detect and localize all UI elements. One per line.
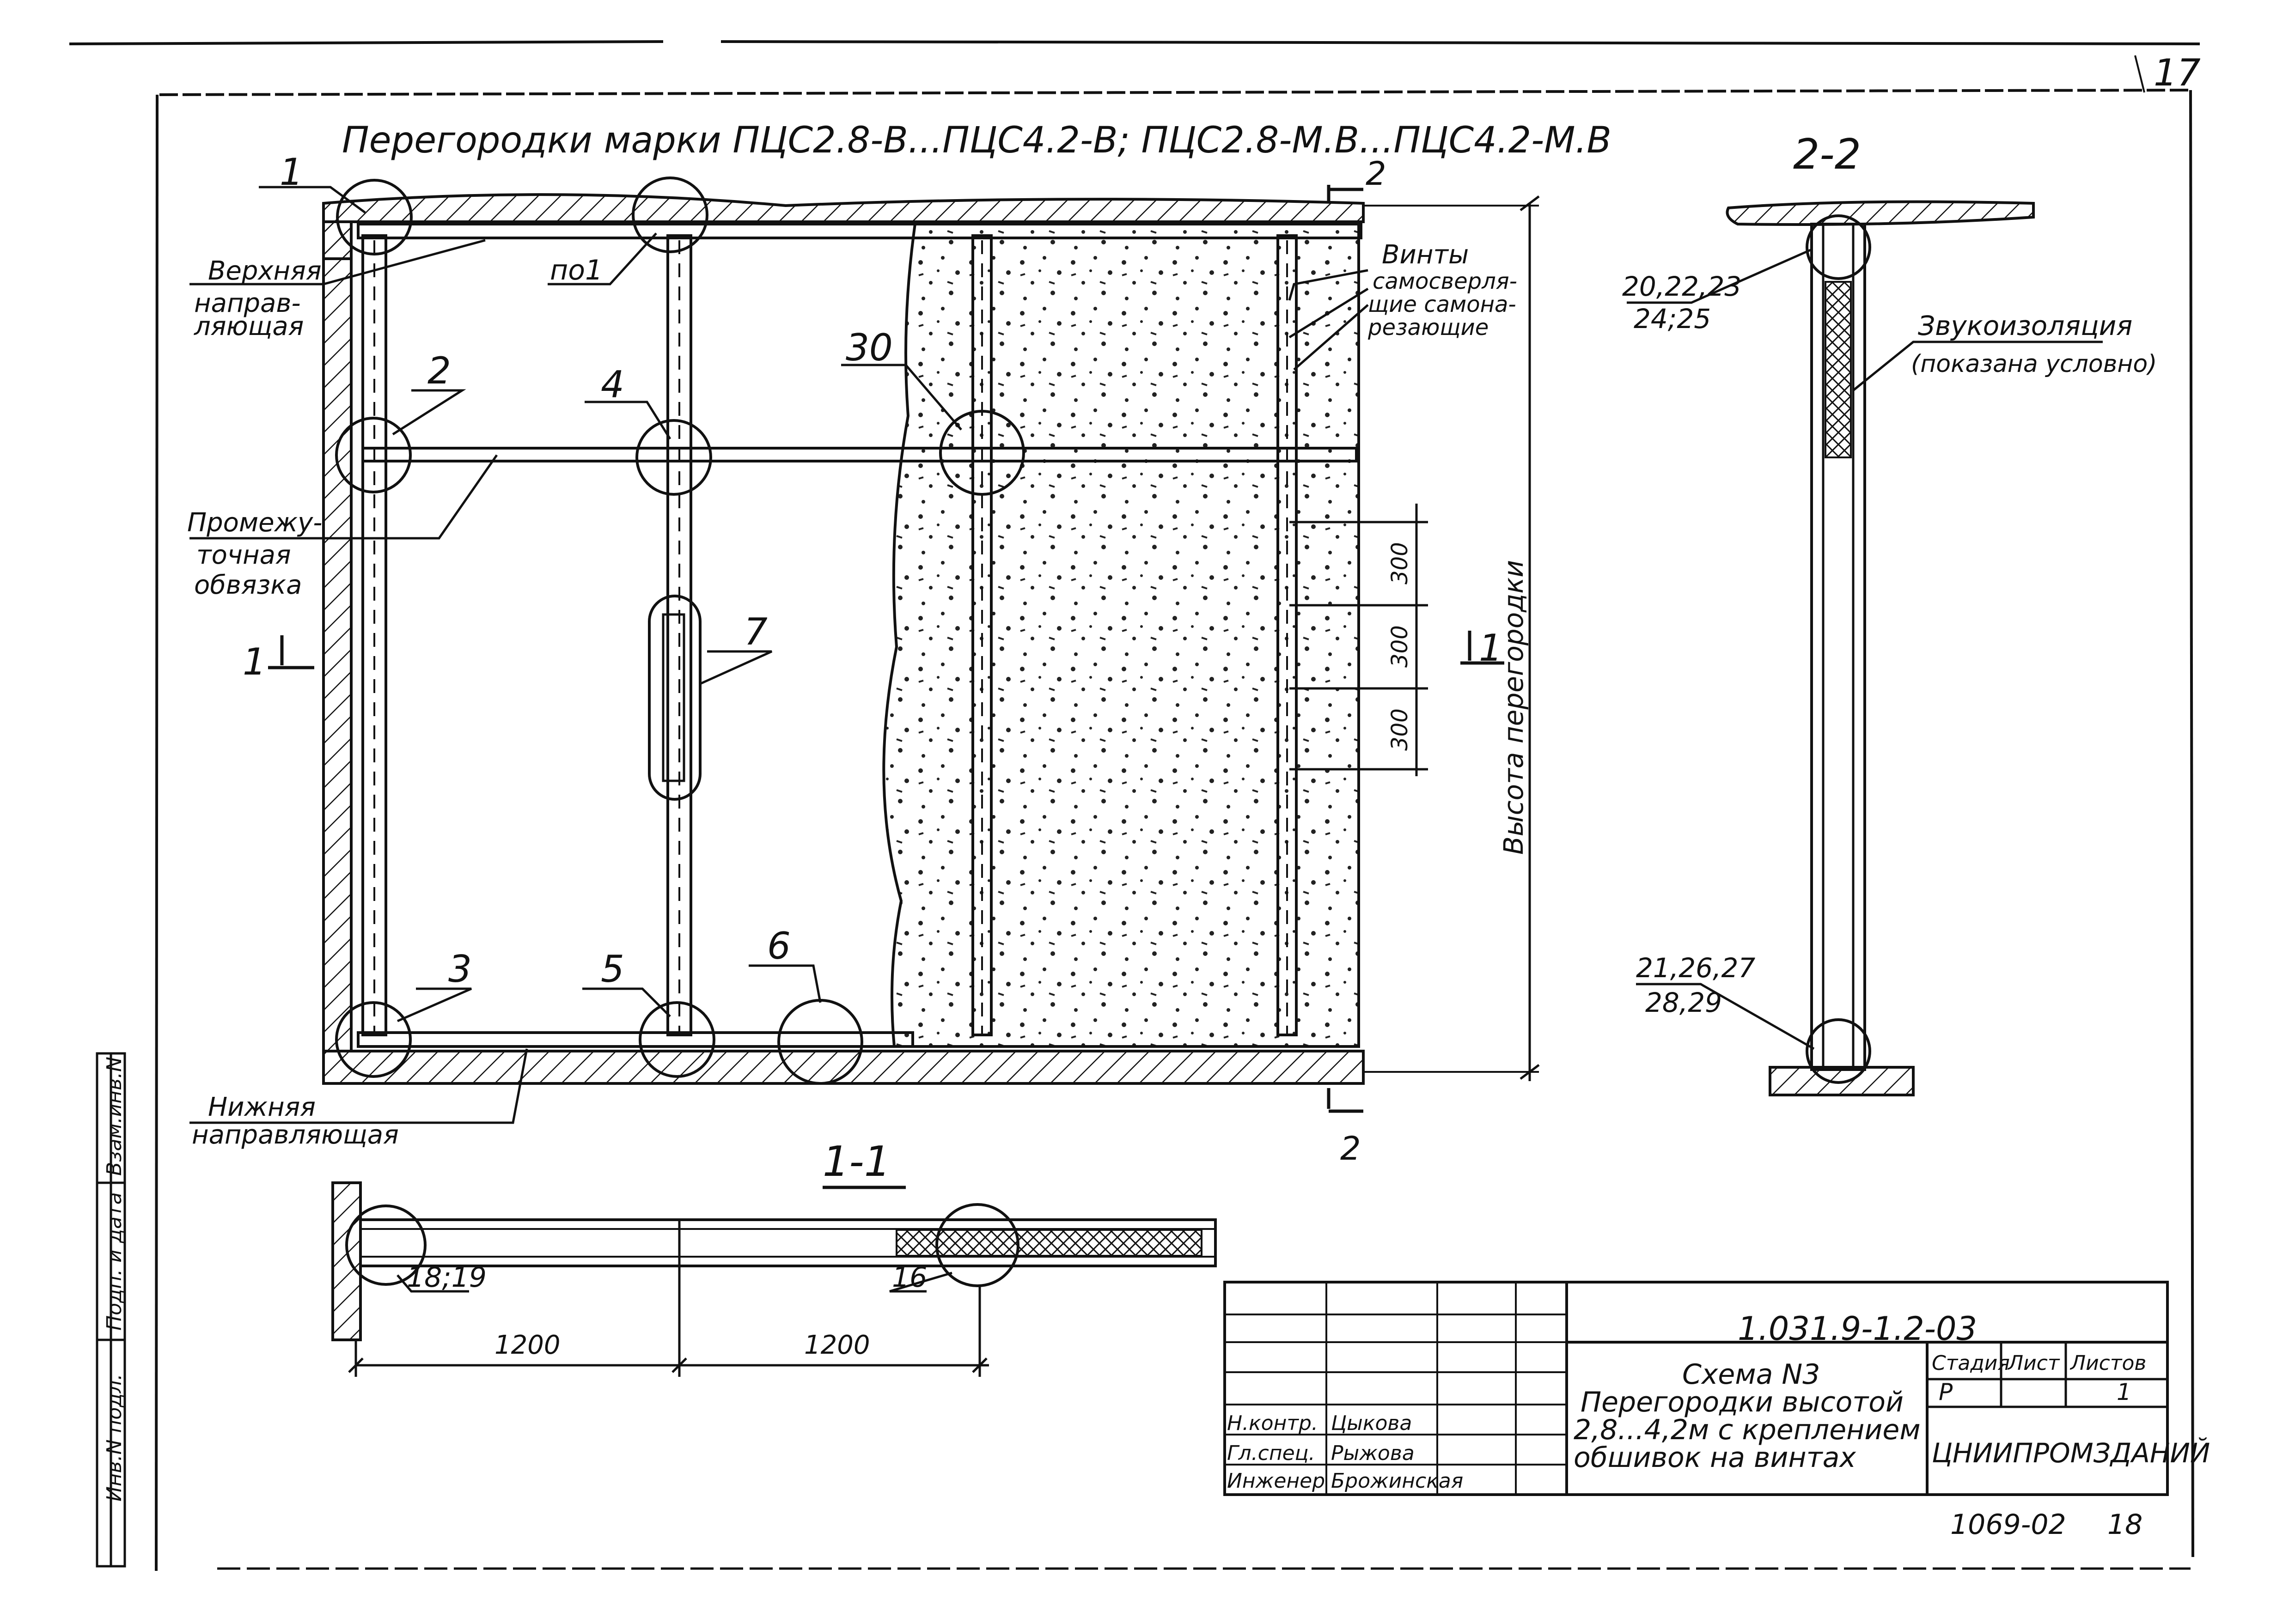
- dim-300-2: 300: [1387, 625, 1413, 668]
- cut-2-bottom: 2: [1340, 1130, 1361, 1168]
- section-1-1-title: 1-1: [823, 1137, 891, 1186]
- lower-guide-label-2: направляющая: [192, 1120, 399, 1150]
- bottom-code: 1069-02: [1950, 1508, 2066, 1541]
- leader-lines: [189, 186, 1369, 1124]
- screws-label-4: резающие: [1367, 315, 1489, 341]
- bottom-number: 18: [2107, 1508, 2142, 1541]
- upper-guide-label-2: направ-: [194, 288, 301, 318]
- sheet-header: Лист: [2007, 1351, 2060, 1375]
- sound-insulation-label-2: (показана условно): [1911, 350, 2157, 378]
- s22-sound-insulation: [1825, 281, 1852, 458]
- dimension-lines: [1289, 195, 1540, 1081]
- sidebar-sign-label: Подп. и дата: [103, 1192, 126, 1331]
- drawing-title: Перегородки марки ПЦС2.8-В...ПЦС4.2-В; П…: [342, 120, 1611, 161]
- top-slab: [322, 193, 1365, 260]
- callout-24-25: 24;25: [1634, 303, 1711, 335]
- s11-wall: [331, 1181, 362, 1341]
- desc-line-2: Перегородки высотой: [1581, 1386, 1904, 1418]
- page-number: 17: [2154, 51, 2201, 94]
- screws-label-3: щие самона-: [1368, 292, 1516, 317]
- callout-21-26-27: 21,26,27: [1636, 952, 1755, 984]
- role-3: Инженер: [1227, 1469, 1325, 1493]
- cut-1-left: 1: [243, 640, 266, 683]
- section-2-2-title: 2-2: [1793, 130, 1861, 179]
- mid-tie-label-3: обвязка: [194, 570, 302, 600]
- desc-line-1: Схема N3: [1682, 1358, 1820, 1391]
- sidebar-inv-label: Инв.N подл.: [103, 1374, 126, 1502]
- title-block: [1223, 1281, 2169, 1496]
- s22-top-slab: [1726, 200, 2035, 226]
- role-2: Гл.спец.: [1227, 1442, 1315, 1465]
- callout-5: 5: [601, 948, 624, 991]
- dim-300-1: 300: [1387, 542, 1413, 584]
- callout-28-29: 28,29: [1645, 987, 1722, 1018]
- sidebar-replace-label: Взам.инв.N: [103, 1057, 126, 1176]
- cut-1-right: 1: [1479, 626, 1502, 669]
- callout-1: 1: [280, 151, 303, 194]
- frame-profiles: [357, 223, 1362, 1048]
- callout-18-19: 18;19: [407, 1261, 487, 1294]
- section-marks: [268, 185, 1504, 1113]
- sidebar-stamp: [96, 1052, 126, 1568]
- screws-label-2: самосверля-: [1373, 268, 1517, 294]
- dim-300-3: 300: [1387, 708, 1413, 751]
- sheets-header: Листов: [2069, 1351, 2146, 1375]
- upper-guide-label-1: Верхняя: [208, 256, 322, 286]
- mid-tie-label-1: Промежу-: [187, 508, 322, 538]
- floor-slab: [322, 1050, 1365, 1085]
- cut-2-top: 2: [1366, 155, 1386, 193]
- callout-20-22-23: 20,22,23: [1622, 271, 1741, 302]
- stage-value: Р: [1939, 1379, 1953, 1405]
- screws-label-1: Винты: [1382, 240, 1469, 270]
- callout-2: 2: [427, 349, 451, 392]
- section-1-1: [331, 1181, 1217, 1377]
- lower-guide-label-1: Нижняя: [208, 1092, 316, 1122]
- left-wall: [322, 220, 353, 1052]
- section-2-2: [1627, 200, 2103, 1096]
- s11-sound-insulation: [896, 1229, 1202, 1257]
- sheet-frame: [69, 40, 2200, 1571]
- name-1: Цыкова: [1331, 1411, 1412, 1435]
- callout-30: 30: [846, 326, 893, 369]
- mid-tie-label-2: точная: [196, 540, 291, 570]
- name-3: Брожинская: [1331, 1469, 1463, 1493]
- callout-6: 6: [767, 925, 791, 967]
- sound-insulation-label-1: Звукоизоляция: [1918, 310, 2132, 341]
- desc-line-3: 2,8...4,2м с креплением: [1574, 1414, 1921, 1446]
- callout-4: 4: [601, 363, 624, 406]
- sheets-value: 1: [2117, 1379, 2131, 1405]
- callout-7: 7: [744, 610, 768, 653]
- name-2: Рыжова: [1331, 1442, 1415, 1465]
- dim-1200-2: 1200: [804, 1330, 870, 1360]
- height-label: Высота перегородки: [1498, 560, 1529, 855]
- callout-3: 3: [448, 948, 472, 991]
- callout-po1: по1: [550, 254, 603, 286]
- callout-16: 16: [892, 1261, 927, 1294]
- organization: ЦНИИПРОМЗДАНИЙ: [1932, 1437, 2210, 1469]
- stage-header: Стадия: [1932, 1351, 2010, 1375]
- upper-guide-label-3: ляющая: [194, 311, 304, 341]
- role-1: Н.контр.: [1227, 1411, 1318, 1435]
- dim-1200-1: 1200: [494, 1330, 561, 1360]
- elevation-view: [189, 176, 1540, 1124]
- doc-code: 1.031.9-1.2-03: [1738, 1310, 1977, 1348]
- desc-line-4: обшивок на винтах: [1574, 1442, 1856, 1474]
